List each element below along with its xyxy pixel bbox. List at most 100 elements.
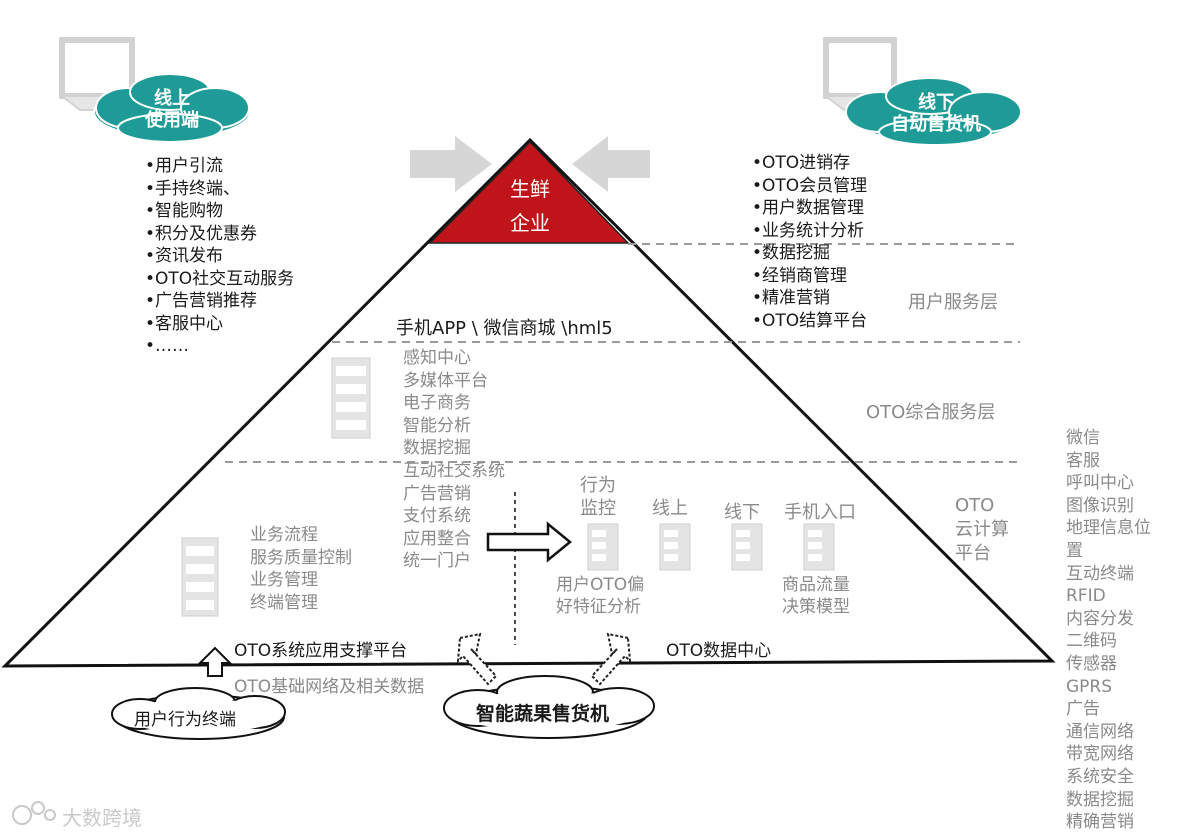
list-item: •手持终端、 [145, 178, 241, 199]
server-icon-large-1 [331, 357, 371, 439]
offline-label: 线下 [724, 502, 760, 523]
behavior-monitor-line2: 监控 [580, 498, 616, 519]
list-item: GPRS [1066, 676, 1113, 697]
goods-flow-line1: 商品流量 [782, 575, 850, 595]
layer-label-user-service: 用户服务层 [908, 292, 998, 313]
mobile-entry-label: 手机入口 [784, 502, 856, 523]
list-item: 精确营销 [1066, 812, 1134, 833]
list-item: •用户引流 [145, 156, 224, 176]
list-item: 客服 [1066, 450, 1100, 471]
list-item: •数据挖掘 [752, 243, 831, 263]
list-item: •广告营销推荐 [145, 291, 258, 311]
list-item: 图像识别 [1066, 495, 1134, 516]
apex-red-triangle [428, 140, 630, 244]
list-item: 服务质量控制 [250, 547, 352, 568]
list-item: 应用整合 [403, 528, 471, 549]
list-item: 微信 [1066, 428, 1100, 448]
layer-label-oto-cloud: OTO 云计算 平台 [955, 494, 1009, 566]
server-icon-online [659, 523, 691, 571]
list-item: •用户数据管理 [752, 198, 865, 218]
base-network-label: OTO基础网络及相关数据 [234, 677, 425, 697]
list-item: •OTO会员管理 [752, 175, 868, 196]
list-item: 地理信息位 [1066, 518, 1151, 539]
cloud-offline-line1: 线下 [918, 92, 954, 113]
list-item: 广告 [1066, 699, 1100, 720]
list-item: •智能购物 [145, 201, 224, 221]
user-oto-analysis-label: 用户OTO偏 好特征分析 [556, 574, 644, 618]
list-item: •OTO结算平台 [752, 310, 868, 331]
list-item: •OTO进销存 [752, 153, 851, 173]
business-list: 业务流程 服务质量控制 业务管理 终端管理 [250, 524, 352, 614]
list-item: •客服中心 [145, 313, 224, 334]
cloud-online-line1: 线上 [154, 88, 190, 109]
user-oto-analysis-line1: 用户OTO偏 [556, 575, 645, 595]
arrow-right-outline [486, 521, 572, 563]
arrow-left-to-apex [410, 136, 492, 192]
user-behavior-terminal-label: 用户行为终端 [134, 710, 236, 730]
list-item: 广告营销 [403, 483, 471, 504]
list-item: 系统安全 [1066, 766, 1134, 787]
list-item: 呼叫中心 [1066, 473, 1134, 494]
center-service-list: 感知中心 多媒体平台 电子商务 智能分析 数据挖掘 互动社交系统 广告营销 支付… [403, 347, 505, 573]
list-item: 统一门户 [403, 551, 471, 572]
list-item: 带宽网络 [1066, 744, 1134, 765]
list-item: 终端管理 [250, 592, 318, 613]
list-item: 二维码 [1066, 631, 1117, 652]
arrow-right-to-apex [572, 136, 650, 192]
list-item: 支付系统 [403, 506, 471, 527]
list-item: 感知中心 [403, 348, 471, 368]
goods-flow-line2: 决策模型 [782, 597, 850, 617]
oto-cloud-line2: 云计算 [955, 519, 1009, 540]
list-item: •业务统计分析 [752, 220, 865, 241]
list-item: 置 [1066, 540, 1083, 561]
cloud-online-label: 线上 使用端 [112, 88, 232, 132]
list-item: 多媒体平台 [403, 370, 488, 391]
list-item: RFID [1066, 586, 1106, 607]
list-item: 数据挖掘 [1066, 789, 1134, 810]
data-center-label: OTO数据中心 [666, 641, 772, 661]
arrow-up-outline [197, 646, 233, 677]
list-item: •积分及优惠券 [145, 223, 258, 244]
list-item: 业务流程 [250, 525, 318, 545]
list-item: 业务管理 [250, 570, 318, 591]
apex-label-line1: 生鲜 [510, 177, 550, 201]
server-icon-behavior [587, 523, 619, 571]
list-item: •…… [145, 336, 190, 356]
oto-cloud-line1: OTO [955, 495, 995, 516]
list-item: •资讯发布 [145, 246, 224, 266]
behavior-monitor-line1: 行为 [580, 475, 616, 496]
app-channels-line: 手机APP \ 微信商城 \hml5 [396, 318, 613, 339]
cloud-offline-vending [845, 77, 1022, 146]
arrow-dotted-right [590, 632, 632, 686]
cloud-offline-line2: 自动售货机 [891, 114, 981, 135]
user-oto-analysis-line2: 好特征分析 [556, 597, 641, 617]
goods-flow-model-label: 商品流量 决策模型 [782, 574, 850, 618]
list-item: 电子商务 [403, 393, 471, 414]
apex-label-line2: 企业 [510, 211, 550, 235]
layer-label-oto-integrated: OTO综合服务层 [866, 402, 996, 423]
pyramid-outline [1, 137, 1056, 668]
list-item: 互动终端 [1066, 563, 1134, 584]
left-feature-list: •用户引流 •手持终端、 •智能购物 •积分及优惠券 •资讯发布 •OTO社交互… [145, 155, 294, 358]
cloud-online-line2: 使用端 [145, 110, 199, 131]
behavior-monitor-label: 行为 监控 [580, 474, 616, 520]
list-item: 互动社交系统 [403, 460, 505, 481]
list-item: •精准营销 [752, 288, 831, 308]
support-platform-label: OTO系统应用支撑平台 [234, 641, 408, 661]
list-item: 智能分析 [403, 415, 471, 436]
cloud-offline-label: 线下 自动售货机 [866, 92, 1006, 136]
arrow-dotted-left [456, 632, 498, 686]
list-item: •经销商管理 [752, 265, 848, 286]
watermark-logo-icon [12, 801, 56, 825]
oto-cloud-line3: 平台 [955, 543, 991, 564]
server-icon-large-2 [181, 537, 219, 617]
right-feature-list: •OTO进销存 •OTO会员管理 •用户数据管理 •业务统计分析 •数据挖掘 •… [752, 152, 867, 332]
list-item: 内容分发 [1066, 608, 1134, 629]
list-item: 通信网络 [1066, 721, 1134, 742]
smart-vending-label: 智能蔬果售货机 [476, 703, 610, 725]
server-icon-offline [731, 523, 763, 571]
list-item: 传感器 [1066, 653, 1117, 674]
right-side-tech-list: 微信 客服 呼叫中心 图像识别 地理信息位 置 互动终端 RFID 内容分发 二… [1066, 427, 1151, 834]
apex-label: 生鲜 企业 [500, 172, 560, 240]
